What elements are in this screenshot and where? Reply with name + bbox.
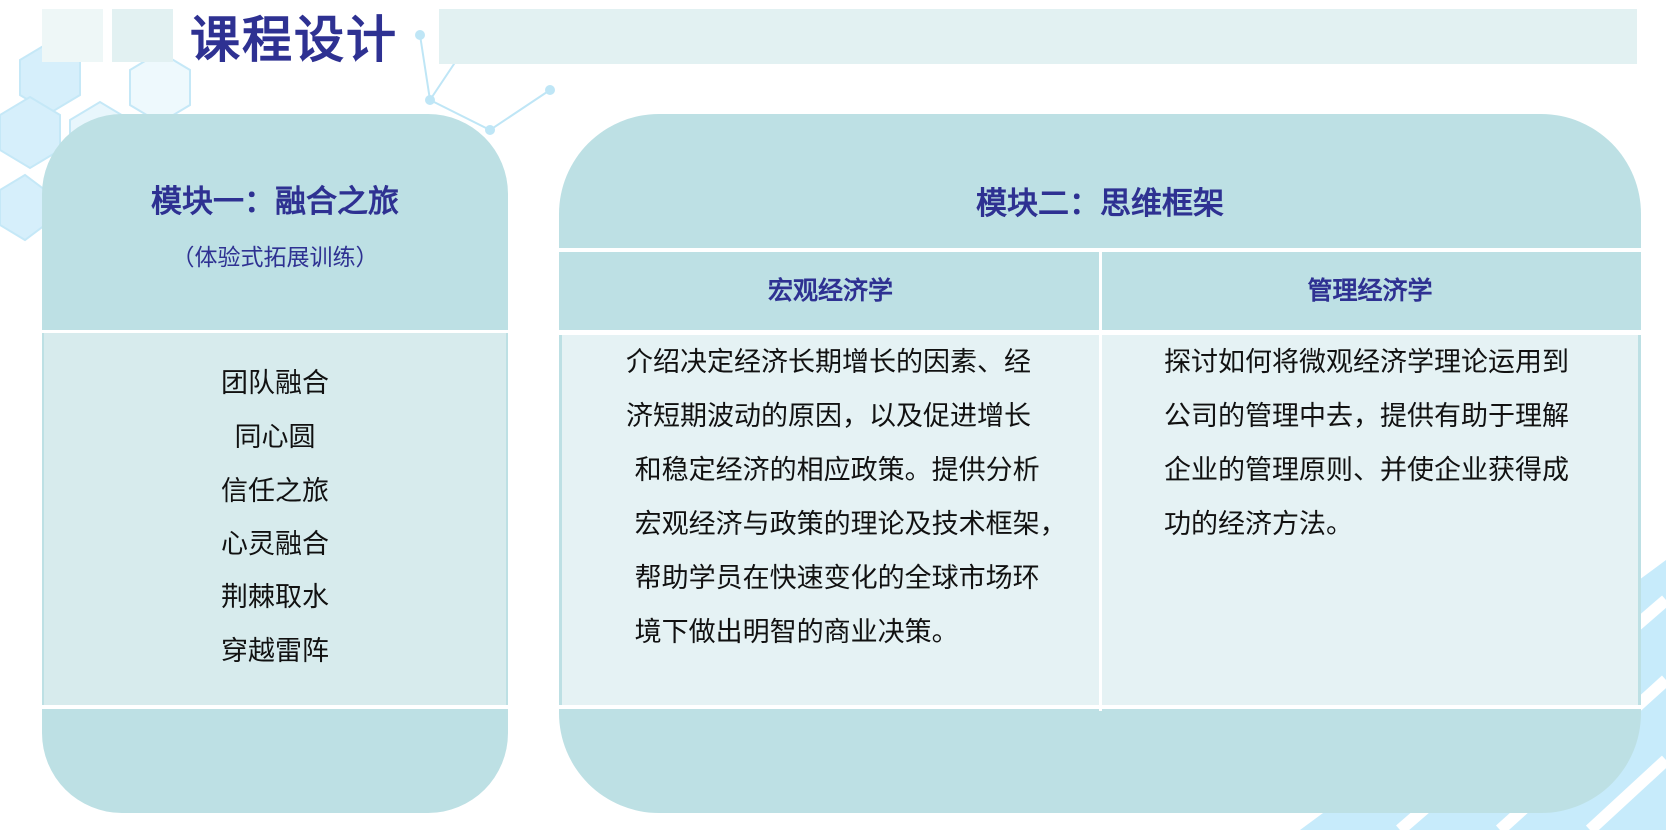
module-two-title: 模块二：思维框架 — [976, 186, 1224, 222]
activity-item: 心灵融合 — [221, 529, 329, 560]
description-line: 济短期波动的原因，以及促进增长 — [626, 401, 1031, 432]
module-one-card: 模块一：融合之旅 （体验式拓展训练） 团队融合 同心圆 信任之旅 心灵融合 荆棘… — [42, 114, 508, 813]
description-line: 和稳定经济的相应政策。提供分析 — [626, 455, 1040, 486]
description-line: 功的经济方法。 — [1164, 509, 1353, 540]
activity-item: 信任之旅 — [221, 476, 329, 507]
module-one-subtitle: （体验式拓展训练） — [171, 245, 379, 271]
description-line: 境下做出明智的商业决策。 — [626, 617, 959, 648]
title-decor-block — [112, 9, 173, 62]
module-one-body: 团队融合 同心圆 信任之旅 心灵融合 荆棘取水 穿越雷阵 — [44, 333, 506, 705]
title-decor-block — [42, 9, 103, 62]
description-line: 宏观经济与政策的理论及技术框架， — [626, 509, 1067, 540]
description-line: 帮助学员在快速变化的全球市场环 — [626, 563, 1040, 594]
description-line: 介绍决定经济长期增长的因素、经 — [626, 347, 1031, 378]
column-heading-macro: 宏观经济学 — [767, 276, 893, 305]
activity-item: 穿越雷阵 — [221, 636, 329, 667]
description-line: 公司的管理中去，提供有助于理解 — [1164, 401, 1569, 432]
macro-description: 介绍决定经济长期增长的因素、经 济短期波动的原因，以及促进增长 和稳定经济的相应… — [562, 335, 1099, 705]
page-title: 课程设计 — [190, 11, 398, 69]
module-two-card: 模块二：思维框架 宏观经济学 管理经济学 介绍决定经济长期增长的因素、经 济短期… — [559, 114, 1641, 813]
activity-item: 团队融合 — [221, 368, 329, 399]
managerial-description: 探讨如何将微观经济学理论运用到 公司的管理中去，提供有助于理解 企业的管理原则、… — [1102, 335, 1638, 705]
module-one-title: 模块一：融合之旅 — [151, 184, 399, 220]
description-line: 探讨如何将微观经济学理论运用到 — [1164, 347, 1569, 378]
title-bar — [439, 9, 1637, 64]
column-heading-managerial: 管理经济学 — [1307, 276, 1433, 305]
activity-item: 同心圆 — [234, 422, 316, 453]
activity-item: 荆棘取水 — [221, 582, 329, 613]
description-line: 企业的管理原则、并使企业获得成 — [1164, 455, 1569, 486]
